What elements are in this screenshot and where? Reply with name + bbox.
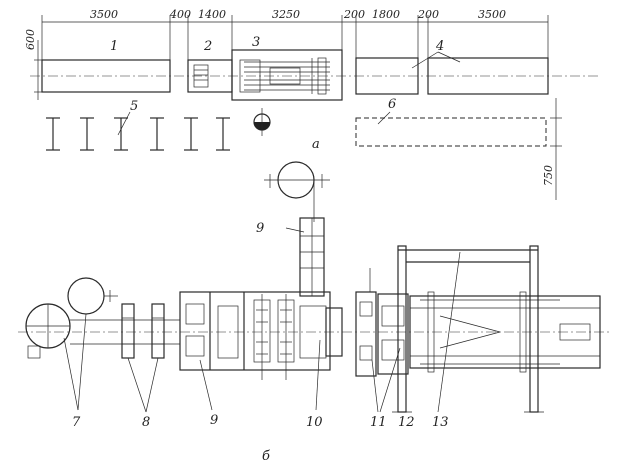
view-b-label: б	[262, 449, 270, 464]
dimension-labels: 3500 400 1400 3250 200 1800 200 3500 600…	[24, 8, 555, 186]
callout-1: 1	[110, 39, 118, 54]
dim-200-a: 200	[343, 8, 365, 21]
view-b-layout	[18, 161, 612, 413]
center-mark-icon	[253, 108, 271, 136]
view-a-layout	[30, 15, 600, 200]
unit-3-box	[231, 49, 343, 101]
callout-12: 12	[398, 415, 415, 430]
callout-7: 7	[72, 415, 81, 430]
unit-5-supports	[46, 111, 230, 151]
unit-4-box-a	[355, 57, 419, 95]
unit-12-13-conveyor	[392, 245, 601, 413]
callout-10: 10	[306, 415, 323, 430]
callout-13: 13	[432, 415, 449, 430]
dim-400: 400	[169, 8, 191, 21]
unit-9-press	[179, 291, 331, 380]
dim-600: 600	[24, 29, 37, 50]
callout-4: 4	[435, 39, 444, 54]
dim-3500-b: 3500	[478, 8, 506, 21]
unit-6-dashed-box	[355, 117, 547, 147]
unit-11-clamp	[355, 268, 409, 377]
unit-9-upper-column	[264, 161, 330, 297]
dim-1800: 1800	[372, 8, 400, 21]
callout-9-lower: 9	[210, 413, 218, 428]
callout-8: 8	[142, 415, 150, 430]
unit-10	[325, 307, 343, 357]
dim-200-b: 200	[417, 8, 439, 21]
callout-9-upper: 9	[256, 221, 264, 236]
dim-1400: 1400	[198, 8, 226, 21]
dim-750: 750	[542, 165, 555, 186]
callout-5: 5	[130, 99, 138, 114]
leader-lines	[63, 227, 461, 413]
view-a-label: а	[312, 137, 320, 152]
callout-2: 2	[203, 39, 212, 54]
callout-6: 6	[388, 97, 396, 112]
callout-labels: 1 2 3 4 5 6 а 9 7 8 9 10 11 12 13 б	[72, 35, 449, 464]
dim-3250: 3250	[272, 8, 300, 21]
callout-11: 11	[370, 415, 387, 430]
dim-3500-a: 3500	[90, 8, 118, 21]
unit-8-rollers	[121, 303, 165, 359]
unit-4-box-b	[427, 57, 549, 95]
callout-3: 3	[252, 35, 260, 50]
